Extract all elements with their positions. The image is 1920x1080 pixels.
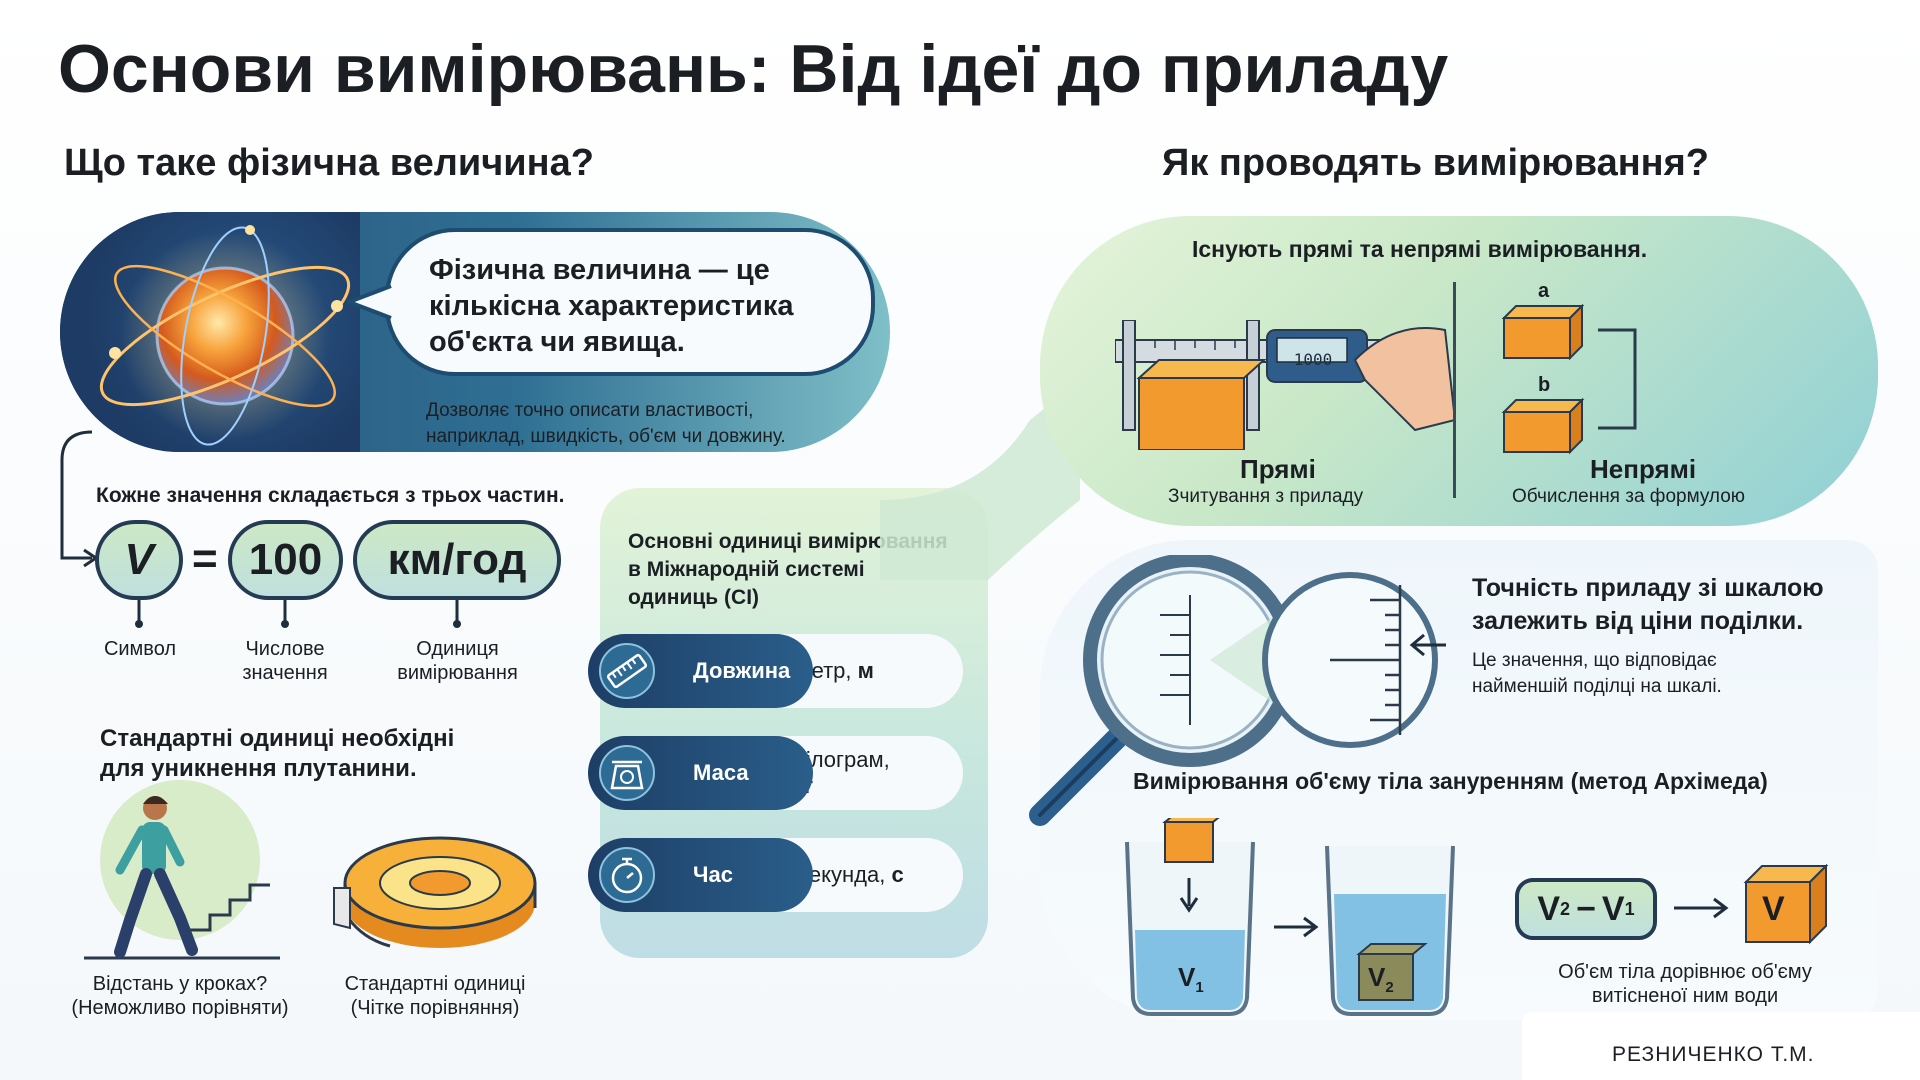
accuracy-heading: Точність приладу зі шкалою залежить від … xyxy=(1472,574,1824,635)
symbol-pill: V xyxy=(95,520,183,600)
box-a-label: a xyxy=(1538,280,1550,302)
number-label: Числове значення xyxy=(242,638,328,684)
caliper-display: 1000 xyxy=(1293,350,1333,369)
direct-sub: Зчитування з приладу xyxy=(1168,486,1364,507)
pointer-arrow-icon xyxy=(1409,633,1446,657)
types-divider xyxy=(1453,282,1456,498)
steps-caption: Відстань у кроках? (Неможливо порівняти) xyxy=(71,973,289,1019)
accuracy-text: Це значення, що відповідає найменшій под… xyxy=(1472,650,1722,697)
result-label: V xyxy=(1762,890,1785,928)
page-title: Основи вимірювань: Від ідеї до приладу xyxy=(58,31,1449,107)
atom-orb-icon xyxy=(99,225,351,446)
scale-icon xyxy=(599,745,655,801)
speech-tail xyxy=(347,284,392,320)
parts-heading: Кожне значення складається з трьох части… xyxy=(96,484,565,507)
author-name: РЕЗНИЧЕНКО Т.М. xyxy=(1612,1043,1815,1066)
v1-label: V1 xyxy=(1178,962,1204,997)
volume-caption: Об'єм тіла дорівнює об'єму витісненої ни… xyxy=(1558,961,1812,1007)
indirect-boxes-icon xyxy=(1501,303,1637,455)
ruler-icon xyxy=(599,643,655,699)
standard-caption: Стандартні одиниці (Чітке порівняння) xyxy=(344,973,526,1019)
si-quantity-time: Час xyxy=(588,838,813,912)
v2-label: V2 xyxy=(1368,962,1394,997)
caliper-icon xyxy=(1115,320,1455,450)
definition-bubble: Фізична величина — це кількісна характер… xyxy=(385,228,875,376)
volume-heading: Вимірювання об'єму тіла зануренням (мето… xyxy=(1133,768,1768,794)
indirect-sub: Обчислення за формулою xyxy=(1512,486,1746,507)
si-row-time: Секунда, с Час xyxy=(588,838,963,912)
result-cube-icon xyxy=(1743,863,1829,945)
beaker-arrow-icon xyxy=(1274,916,1319,938)
stopwatch-icon xyxy=(599,847,655,903)
formula-label-ticks xyxy=(135,600,461,628)
direct-label: Прямі xyxy=(1240,454,1316,484)
unit-pill: км/год xyxy=(353,520,561,600)
indirect-label: Непрямі xyxy=(1590,454,1697,484)
types-heading: Існують прямі та непрямі вимірювання. xyxy=(1192,236,1648,262)
unit-label: Одиниця вимірювання xyxy=(397,638,518,684)
equals-sign: = xyxy=(192,534,218,583)
walking-person-icon xyxy=(84,780,280,960)
box-b-label: b xyxy=(1538,374,1551,396)
result-arrow-icon xyxy=(1674,897,1729,919)
si-quantity-length: Довжина xyxy=(588,634,813,708)
beaker-before-icon xyxy=(1125,818,1255,1016)
standard-heading: Стандартні одиниці необхідні для уникнен… xyxy=(100,725,455,782)
symbol-label: Символ xyxy=(103,638,177,660)
flow-connector xyxy=(880,380,1080,580)
si-row-length: Метр, м Довжина xyxy=(588,634,963,708)
left-heading: Що таке фізична величина? xyxy=(64,142,594,184)
tape-measure-icon xyxy=(333,836,537,948)
magnifier-icon xyxy=(1029,555,1438,826)
definition-text: Фізична величина — це кількісна характер… xyxy=(429,254,794,358)
beaker-after-icon xyxy=(1325,845,1455,1016)
number-pill: 100 xyxy=(228,520,343,600)
si-quantity-mass: Маса xyxy=(588,736,813,810)
right-heading: Як проводять вимірювання? xyxy=(1162,142,1709,184)
si-row-mass: Кілограм,кг Маса xyxy=(588,736,963,810)
si-heading: Основні одиниці вимірювання в Міжнародні… xyxy=(628,530,948,609)
definition-description: Дозволяє точно описати властивості, напр… xyxy=(426,400,786,447)
author-footer xyxy=(1522,1012,1920,1080)
